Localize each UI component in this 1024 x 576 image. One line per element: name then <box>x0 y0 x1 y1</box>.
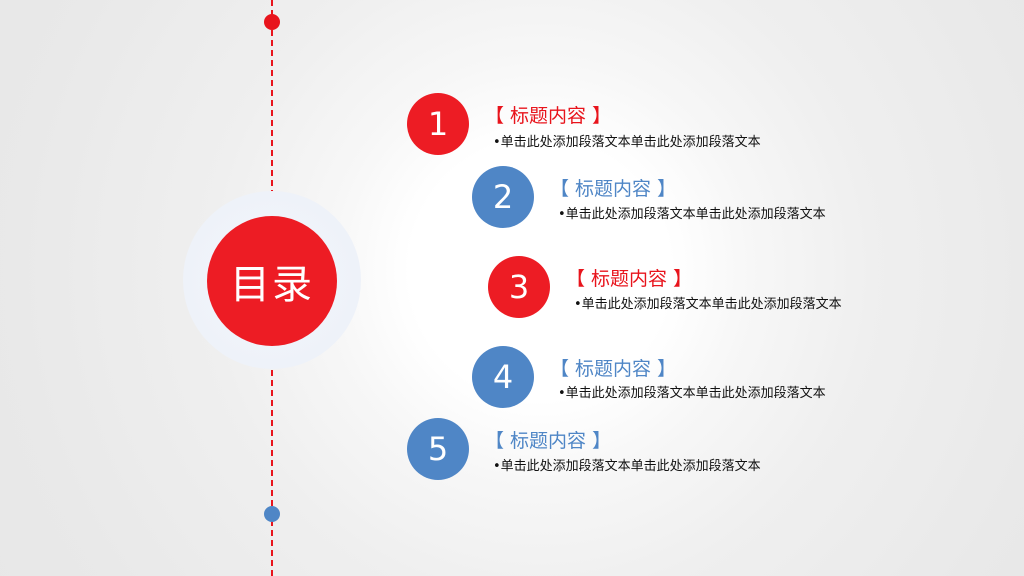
timeline-bottom-dot <box>264 506 280 522</box>
item-title: 【 标题内容 】 <box>550 358 677 380</box>
item-number-badge: 2 <box>472 166 534 228</box>
item-description: •单击此处添加段落文本单击此处添加段落文本 <box>574 297 842 312</box>
item-description: •单击此处添加段落文本单击此处添加段落文本 <box>558 386 826 401</box>
item-title: 【 标题内容 】 <box>485 430 612 452</box>
item-description: •单击此处添加段落文本单击此处添加段落文本 <box>493 459 761 474</box>
item-number-badge: 3 <box>488 256 550 318</box>
item-description: •单击此处添加段落文本单击此处添加段落文本 <box>558 207 826 222</box>
timeline-top-dot <box>264 14 280 30</box>
item-title: 【 标题内容 】 <box>566 268 693 290</box>
toc-label: 目录 <box>230 262 314 308</box>
item-number-badge: 4 <box>472 346 534 408</box>
item-title: 【 标题内容 】 <box>485 105 612 127</box>
item-number: 1 <box>427 105 449 143</box>
item-number: 4 <box>492 358 514 396</box>
item-number-badge: 5 <box>407 418 469 480</box>
item-number: 3 <box>508 268 530 306</box>
item-number: 2 <box>492 178 514 216</box>
item-description: •单击此处添加段落文本单击此处添加段落文本 <box>493 135 761 150</box>
toc-circle: 目录 <box>207 216 337 346</box>
item-title: 【 标题内容 】 <box>550 178 677 200</box>
item-number: 5 <box>427 430 449 468</box>
item-number-badge: 1 <box>407 93 469 155</box>
